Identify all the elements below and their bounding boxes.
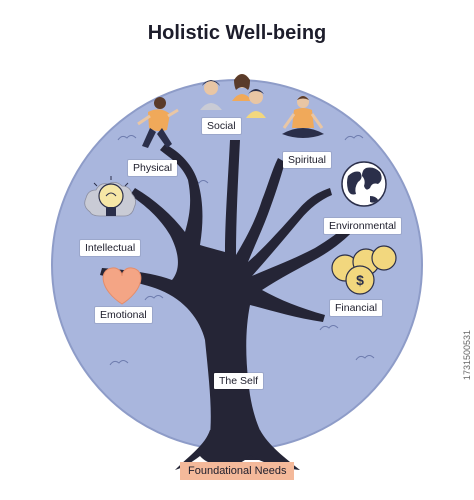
svg-text:$: $ bbox=[356, 272, 364, 288]
coins-icon: $ bbox=[331, 245, 397, 295]
label-foundational-needs: Foundational Needs bbox=[180, 462, 295, 480]
label-intellectual: Intellectual bbox=[80, 240, 141, 256]
tree-trunk bbox=[100, 140, 356, 470]
label-physical: Physical bbox=[128, 160, 178, 176]
label-social: Social bbox=[202, 118, 241, 134]
label-emotional: Emotional bbox=[95, 307, 152, 323]
lightbulb-icon bbox=[84, 176, 136, 217]
heart-icon bbox=[102, 267, 142, 305]
label-environmental: Environmental bbox=[324, 218, 402, 234]
person-meditating-icon bbox=[282, 96, 324, 138]
person-running-icon bbox=[137, 97, 179, 148]
globe-icon bbox=[341, 161, 387, 207]
people-group-icon bbox=[200, 74, 266, 118]
label-the-self: The Self bbox=[214, 373, 264, 389]
stock-id-text: 1731500531 bbox=[462, 330, 472, 381]
label-financial: Financial bbox=[330, 300, 383, 316]
label-spiritual: Spiritual bbox=[283, 152, 331, 168]
diagram-title: Holistic Well-being bbox=[147, 22, 327, 44]
